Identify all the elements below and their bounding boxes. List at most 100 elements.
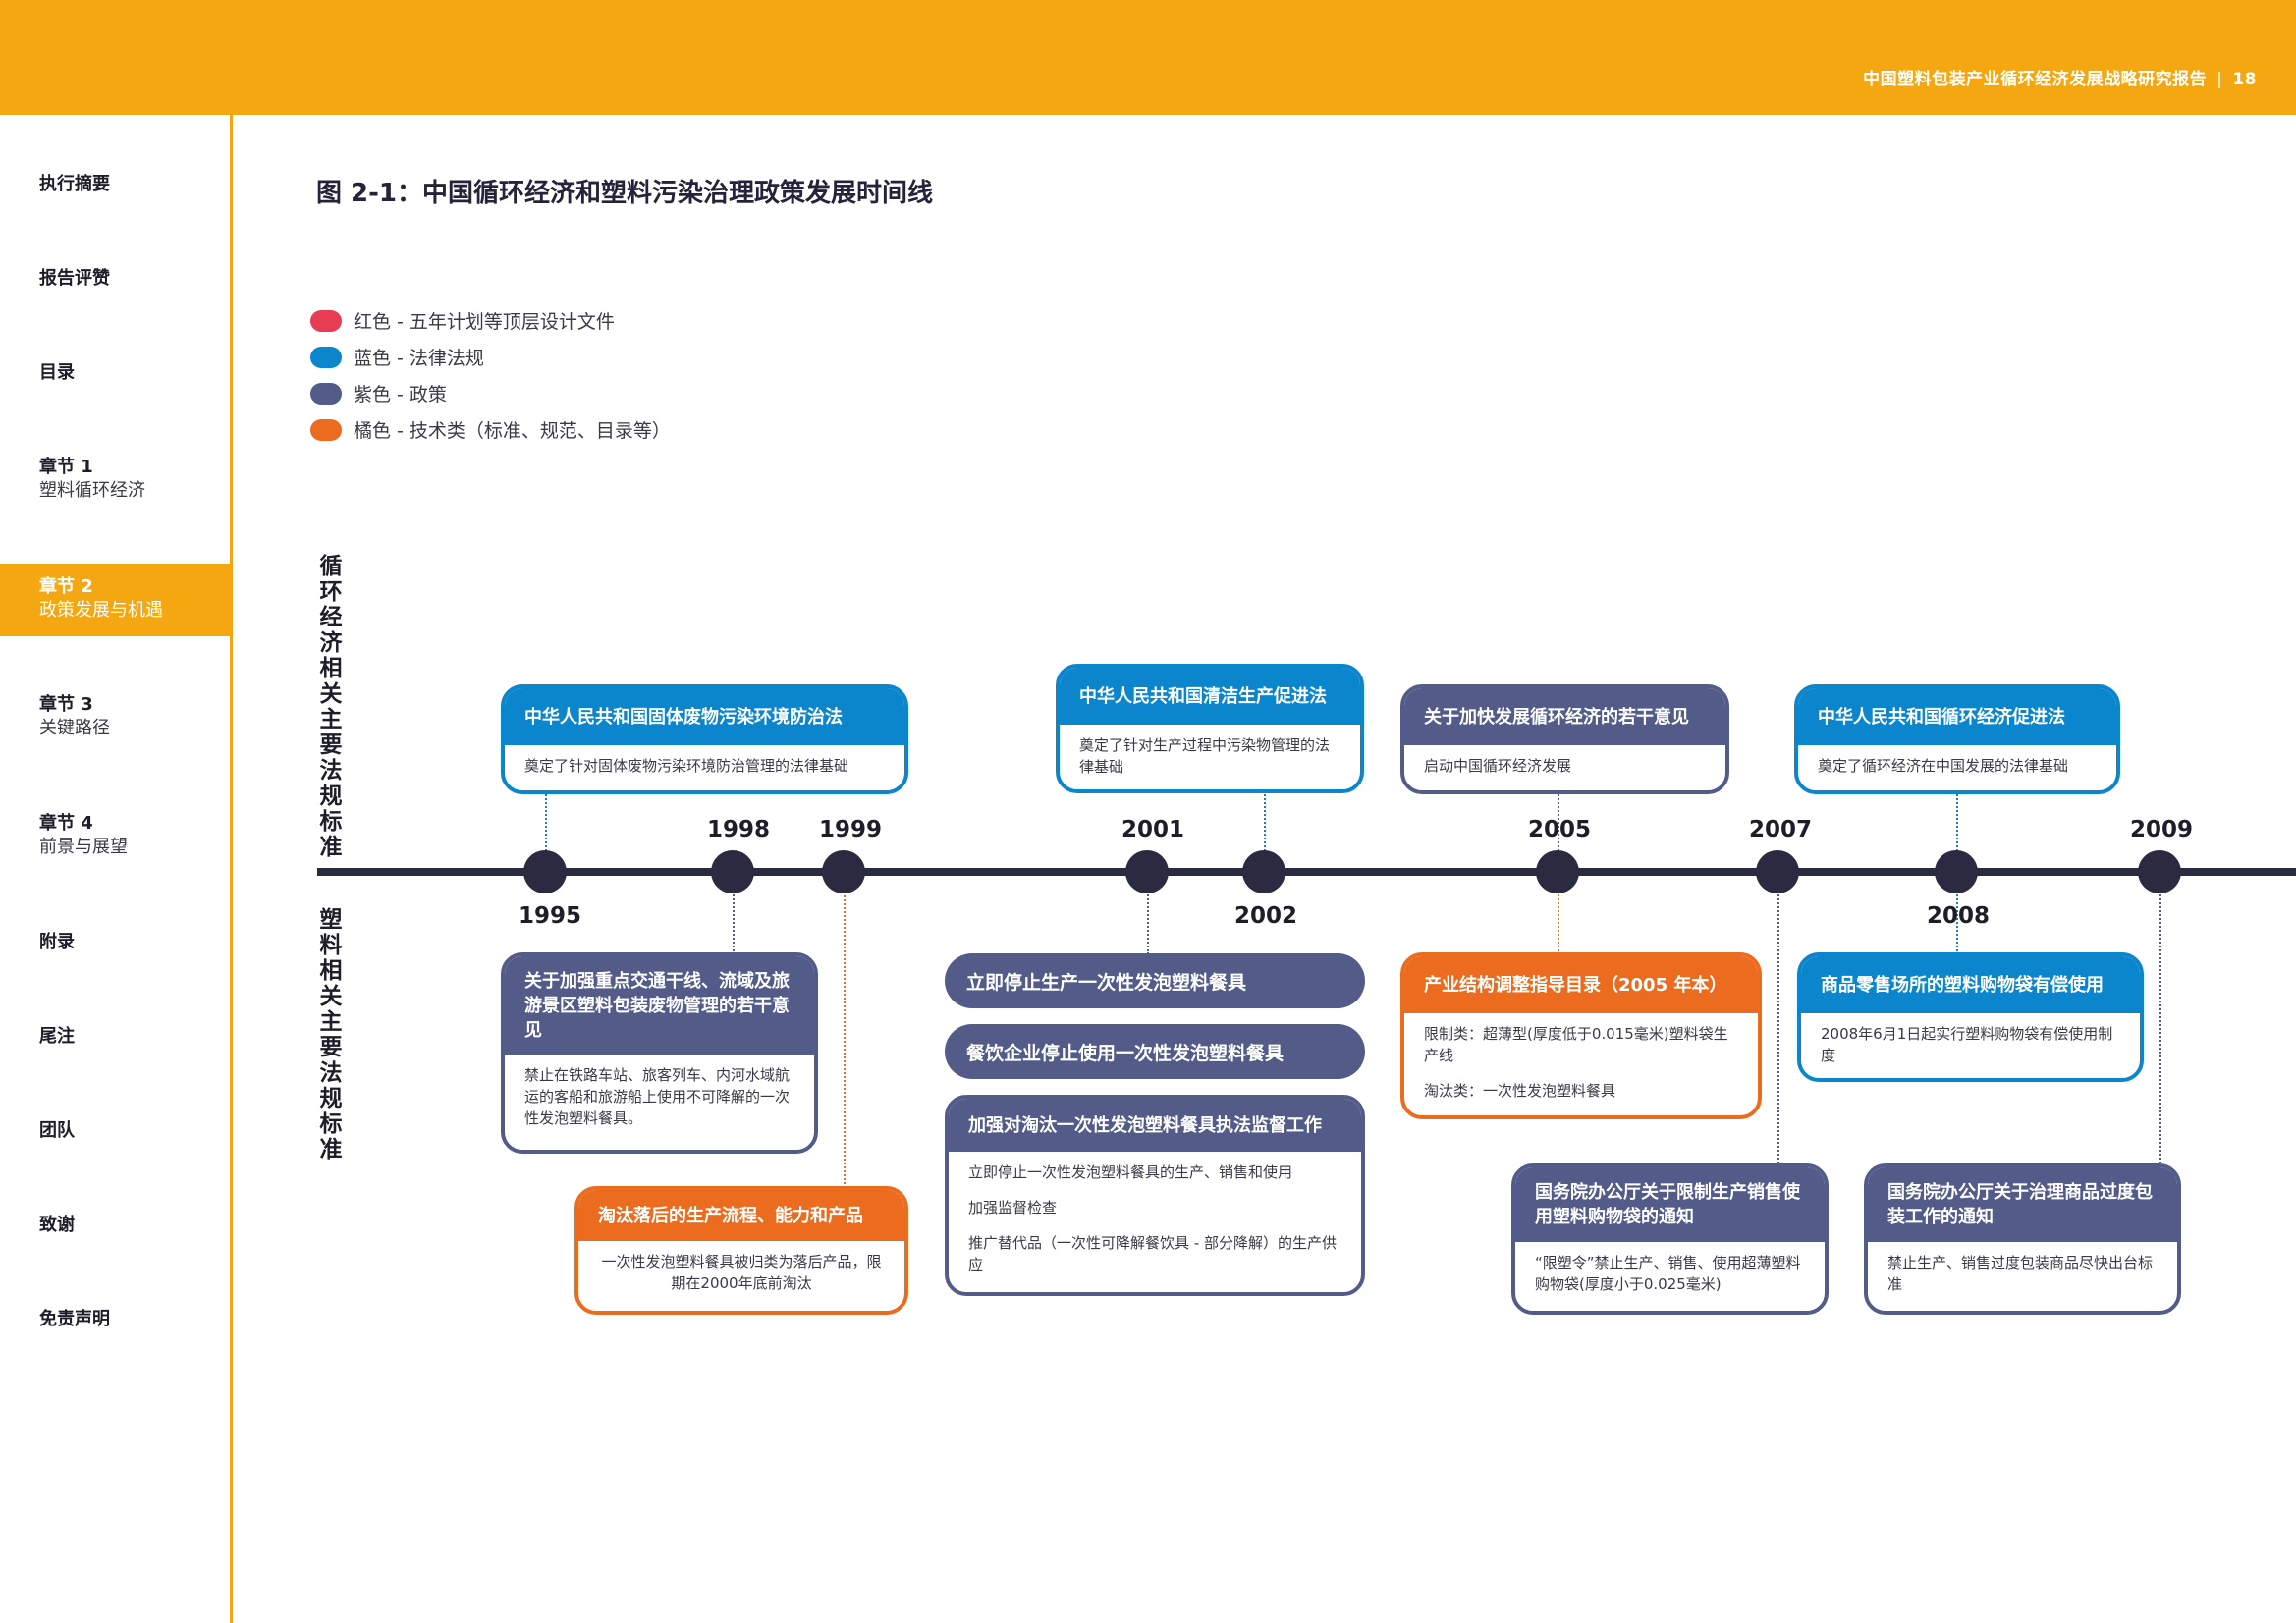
legend-label: 橘色 - 技术类（标准、规范、目录等）	[354, 420, 671, 442]
event-card-2009: 国务院办公厅关于治理商品过度包装工作的通知 禁止生产、销售过度包装商品尽快出台标…	[1864, 1163, 2181, 1315]
connector-2008-upper	[1956, 791, 1958, 874]
connector-2005-upper	[1558, 791, 1559, 874]
timeline-node-1995	[523, 850, 567, 893]
sidebar-item-label: 尾注	[39, 1026, 75, 1047]
event-detail: 限制类：超薄型(厚度低于0.015毫米)塑料袋生产线	[1424, 1025, 1728, 1064]
page-number: 18	[2232, 70, 2257, 89]
timeline-node-2007	[1756, 850, 1799, 893]
event-card-2001: 加强对淘汰一次性发泡塑料餐具执法监督工作 立即停止一次性发泡塑料餐具的生产、销售…	[945, 1095, 1365, 1296]
sidebar-item-chapter-1[interactable]: 章节 1 塑料循环经济	[0, 456, 230, 503]
sidebar-item-label: 章节 4	[39, 813, 93, 834]
report-header: 中国塑料包装产业循环经济发展战略研究报告 | 18	[1863, 65, 2257, 89]
event-body: 启动中国循环经济发展	[1404, 745, 1725, 786]
event-pill-stop-production: 立即停止生产一次性发泡塑料餐具	[945, 953, 1365, 1008]
header-bar: 中国塑料包装产业循环经济发展战略研究报告 | 18	[0, 0, 2296, 115]
report-title: 中国塑料包装产业循环经济发展战略研究报告	[1863, 70, 2208, 89]
event-title: 关于加强重点交通干线、流域及旅游景区塑料包装废物管理的若干意见	[505, 956, 814, 1055]
sidebar-item-label: 章节 2	[39, 576, 93, 597]
sidebar-item-sublabel: 塑料循环经济	[39, 480, 145, 501]
timeline-axis	[317, 868, 2296, 876]
sidebar-item-label: 章节 1	[39, 457, 93, 477]
sidebar-item-label: 免责声明	[39, 1309, 110, 1329]
header-separator: |	[2216, 70, 2223, 89]
event-title: 关于加快发展循环经济的若干意见	[1404, 688, 1725, 745]
event-title: 国务院办公厅关于限制生产销售使用塑料购物袋的通知	[1515, 1167, 1825, 1242]
timeline-node-2008	[1935, 850, 1978, 893]
event-detail: 2008年6月1日起实行塑料购物袋有偿使用制度	[1821, 1025, 2113, 1064]
timeline-node-2002	[1242, 850, 1285, 893]
legend-item-blue: 蓝色 - 法律法规	[310, 339, 671, 375]
sidebar-item-appendix[interactable]: 附录	[0, 931, 230, 954]
event-body: 奠定了针对固体废物污染环境防治管理的法律基础	[505, 745, 904, 786]
sidebar-item-contents[interactable]: 目录	[0, 361, 230, 385]
figure-title: 图 2-1：中国循环经济和塑料污染治理政策发展时间线	[316, 179, 934, 208]
event-body: 立即停止一次性发泡塑料餐具的生产、销售和使用 加强监督检查 推广替代品（一次性可…	[949, 1152, 1361, 1285]
timeline-node-2001	[1125, 850, 1169, 893]
connector-2002	[1264, 791, 1266, 874]
event-body: 限制类：超薄型(厚度低于0.015毫米)塑料袋生产线 淘汰类：一次性发泡塑料餐具	[1404, 1013, 1758, 1111]
event-detail: “限塑令”禁止生产、销售、使用超薄塑料购物袋(厚度小于0.025毫米)	[1535, 1254, 1801, 1293]
sidebar-item-sublabel: 政策发展与机遇	[39, 600, 163, 621]
event-detail: 奠定了循环经济在中国发展的法律基础	[1818, 757, 2069, 775]
sidebar-divider	[230, 115, 233, 1623]
sidebar-item-endorsements[interactable]: 报告评赞	[0, 267, 230, 291]
year-label-2007: 2007	[1749, 817, 1813, 842]
sidebar-item-team[interactable]: 团队	[0, 1119, 230, 1143]
sidebar-item-chapter-2[interactable]: 章节 2 政策发展与机遇	[0, 564, 230, 636]
event-body: 禁止在铁路车站、旅客列车、内河水域航运的客船和旅游船上使用不可降解的一次性发泡塑…	[505, 1055, 814, 1139]
sidebar-item-executive-summary[interactable]: 执行摘要	[0, 173, 230, 196]
sidebar-item-label: 附录	[39, 932, 75, 952]
connector-1995	[545, 791, 547, 874]
event-title: 淘汰落后的生产流程、能力和产品	[578, 1190, 904, 1241]
sidebar-item-label: 执行摘要	[39, 174, 110, 194]
event-detail: 奠定了针对固体废物污染环境防治管理的法律基础	[524, 757, 849, 775]
event-title: 加强对淘汰一次性发泡塑料餐具执法监督工作	[949, 1099, 1361, 1152]
event-title: 国务院办公厅关于治理商品过度包装工作的通知	[1868, 1167, 2177, 1242]
lane-label-lower: 塑料相关主要法规标准	[319, 907, 343, 1163]
year-label-2005: 2005	[1528, 817, 1592, 842]
event-body: 一次性发泡塑料餐具被归类为落后产品，限期在2000年底前淘汰	[578, 1241, 904, 1304]
sidebar-item-label: 报告评赞	[39, 268, 110, 289]
event-detail: 淘汰类：一次性发泡塑料餐具	[1424, 1082, 1616, 1100]
event-card-2007: 国务院办公厅关于限制生产销售使用塑料购物袋的通知 “限塑令”禁止生产、销售、使用…	[1511, 1163, 1829, 1315]
legend-item-orange: 橘色 - 技术类（标准、规范、目录等）	[310, 411, 671, 448]
timeline-node-1999	[822, 850, 865, 893]
legend-label: 蓝色 - 法律法规	[354, 348, 484, 369]
legend-item-red: 红色 - 五年计划等顶层设计文件	[310, 302, 671, 339]
sidebar-item-label: 目录	[39, 362, 75, 383]
sidebar-item-disclaimer[interactable]: 免责声明	[0, 1308, 230, 1331]
year-label-2001: 2001	[1121, 817, 1185, 842]
legend: 红色 - 五年计划等顶层设计文件 蓝色 - 法律法规 紫色 - 政策 橘色 - …	[310, 302, 671, 448]
event-detail: 禁止生产、销售过度包装商品尽快出台标准	[1887, 1254, 2154, 1293]
connector-2007	[1777, 872, 1779, 1166]
event-detail: 推广替代品（一次性可降解餐饮具 - 部分降解）的生产供应	[968, 1234, 1337, 1273]
lane-label-upper: 循环经济相关主要法规标准	[319, 554, 343, 860]
year-label-2008: 2008	[1927, 903, 1991, 929]
event-body: 奠定了针对生产过程中污染物管理的法律基础	[1060, 725, 1360, 787]
event-card-1999: 淘汰落后的生产流程、能力和产品 一次性发泡塑料餐具被归类为落后产品，限期在200…	[574, 1186, 908, 1315]
event-card-1995: 中华人民共和国固体废物污染环境防治法 奠定了针对固体废物污染环境防治管理的法律基…	[501, 684, 908, 794]
event-pill-stop-use: 餐饮企业停止使用一次性发泡塑料餐具	[945, 1024, 1365, 1079]
sidebar-item-acknowledgements[interactable]: 致谢	[0, 1214, 230, 1237]
event-card-2002: 中华人民共和国清洁生产促进法 奠定了针对生产过程中污染物管理的法律基础	[1056, 664, 1364, 793]
timeline-node-2009	[2138, 850, 2181, 893]
event-title: 商品零售场所的塑料购物袋有偿使用	[1801, 956, 2140, 1013]
connector-1999	[844, 872, 846, 1188]
legend-swatch-orange	[310, 418, 342, 441]
event-title: 产业结构调整指导目录（2005 年本）	[1404, 956, 1758, 1013]
legend-item-purple: 紫色 - 政策	[310, 375, 671, 411]
legend-swatch-red	[310, 309, 342, 332]
event-card-2005-catalogue: 产业结构调整指导目录（2005 年本） 限制类：超薄型(厚度低于0.015毫米)…	[1400, 952, 1762, 1119]
year-label-1999: 1999	[819, 817, 883, 842]
timeline-node-1998	[711, 850, 754, 893]
event-body: 2008年6月1日起实行塑料购物袋有偿使用制度	[1801, 1013, 2140, 1076]
sidebar-item-endnotes[interactable]: 尾注	[0, 1025, 230, 1049]
connector-2008-lower	[1956, 872, 1958, 954]
connector-2001	[1147, 872, 1149, 954]
year-label-2009: 2009	[2130, 817, 2194, 842]
event-card-2005-policy: 关于加快发展循环经济的若干意见 启动中国循环经济发展	[1400, 684, 1729, 794]
event-detail: 奠定了针对生产过程中污染物管理的法律基础	[1079, 736, 1331, 776]
event-detail: 禁止在铁路车站、旅客列车、内河水域航运的客船和旅游船上使用不可降解的一次性发泡塑…	[524, 1066, 791, 1127]
